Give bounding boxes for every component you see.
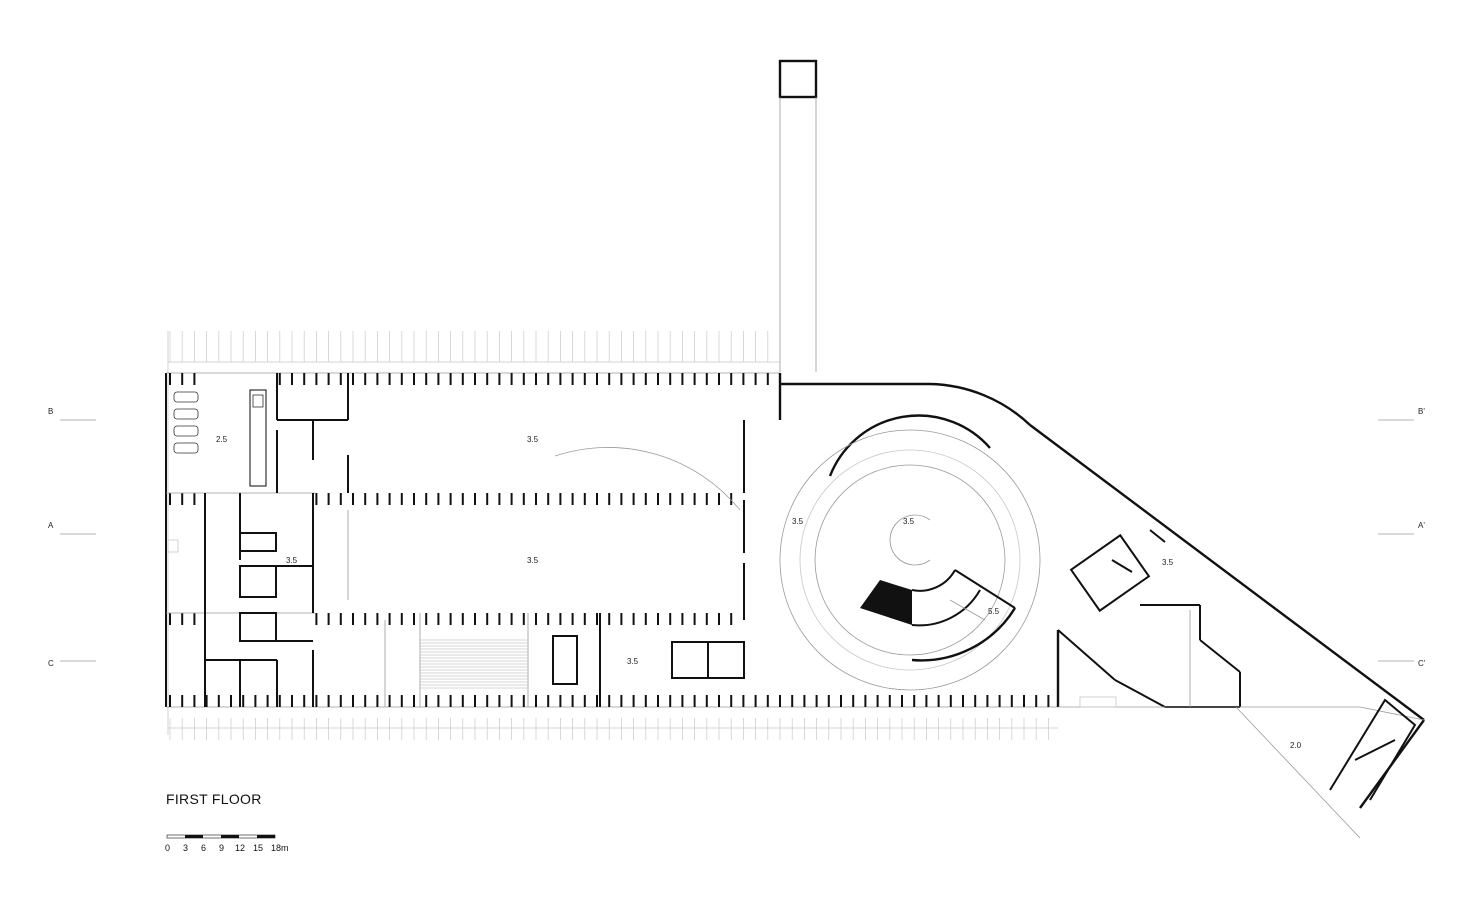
parked-car-icon: [173, 442, 199, 454]
scale-tick: 3: [183, 843, 188, 853]
circular-hall: [779, 414, 1041, 691]
level-label: 3.5: [792, 517, 804, 526]
level-label: 3.5: [903, 517, 915, 526]
scale-bar: 0 3 6 9 12 15 18m: [165, 834, 289, 853]
parked-car-icon: [173, 391, 199, 403]
main-block: [165, 372, 1058, 708]
section-marker-b: B: [48, 407, 53, 416]
parked-car-icon: [173, 408, 199, 420]
section-markers: B A C B' A' C': [48, 407, 1426, 668]
level-label: 3.5: [527, 556, 539, 565]
scale-tick: 9: [219, 843, 224, 853]
section-marker-b-prime: B': [1418, 407, 1425, 416]
section-marker-a: A: [48, 521, 54, 530]
north-pile-row: [169, 331, 769, 362]
scale-tick: 0: [165, 843, 170, 853]
level-label: 2.5: [216, 435, 228, 444]
level-label: 3.5: [286, 556, 298, 565]
plan-title: FIRST FLOOR: [166, 791, 262, 807]
level-label: 3.5: [1162, 558, 1174, 567]
level-label: 3.5: [627, 657, 639, 666]
south-pile-row: [169, 718, 1049, 740]
scale-tick: 12: [235, 843, 245, 853]
parked-car-icon: [173, 425, 199, 437]
interior-walls: [166, 373, 745, 707]
section-marker-a-prime: A': [1418, 521, 1425, 530]
scale-tick: 6: [201, 843, 206, 853]
level-labels: 2.5 3.5 3.5 3.5 3.5 3.5 3.5 5.5 3.5 2.0: [216, 435, 1302, 750]
section-marker-c-prime: C': [1418, 659, 1426, 668]
level-label: 3.5: [527, 435, 539, 444]
tower: [778, 59, 818, 372]
level-label: 2.0: [1290, 741, 1302, 750]
east-wing: [778, 373, 1425, 839]
scale-tick: 18m: [271, 843, 289, 853]
scale-bar-segment: [257, 835, 275, 838]
scale-tick: 15: [253, 843, 263, 853]
scale-bar-segment: [221, 835, 239, 838]
scale-bar-segment: [185, 835, 203, 838]
level-label: 5.5: [988, 607, 1000, 616]
section-marker-c: C: [48, 659, 54, 668]
